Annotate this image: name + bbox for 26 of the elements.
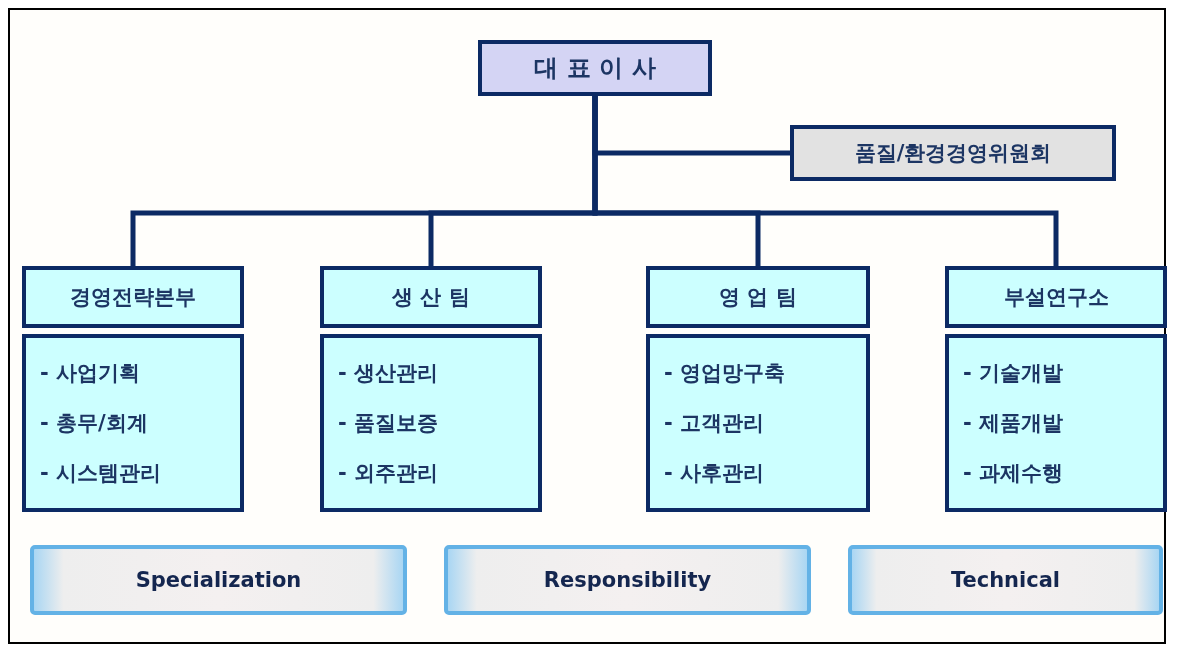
list-item: - 생산관리 — [338, 360, 439, 387]
list-item: - 고객관리 — [664, 410, 765, 437]
task-list-box — [320, 334, 542, 512]
department-box: 부설연구소 — [945, 266, 1167, 328]
department-box: 영 업 팀 — [646, 266, 870, 328]
list-item: - 품질보증 — [338, 410, 439, 437]
list-item: - 외주관리 — [338, 460, 439, 487]
value-banner: Technical — [848, 545, 1163, 615]
department-box: 생 산 팀 — [320, 266, 542, 328]
list-item: - 제품개발 — [963, 410, 1064, 437]
ceo-box: 대 표 이 사 — [478, 40, 712, 96]
list-item: - 과제수행 — [963, 460, 1064, 487]
value-banner: Specialization — [30, 545, 407, 615]
connector-line — [592, 96, 1059, 266]
list-item: - 기술개발 — [963, 360, 1064, 387]
list-item: - 영업망구축 — [664, 360, 786, 387]
task-list-box — [646, 334, 870, 512]
value-banner: Responsibility — [444, 545, 811, 615]
list-item: - 사업기획 — [40, 360, 141, 387]
list-item: - 시스템관리 — [40, 460, 162, 487]
list-item: - 사후관리 — [664, 460, 765, 487]
task-list-box — [945, 334, 1167, 512]
list-item: - 총무/회계 — [40, 410, 148, 437]
task-list-box — [22, 334, 244, 512]
department-box: 경영전략본부 — [22, 266, 244, 328]
committee-box: 품질/환경경영위원회 — [790, 125, 1116, 181]
